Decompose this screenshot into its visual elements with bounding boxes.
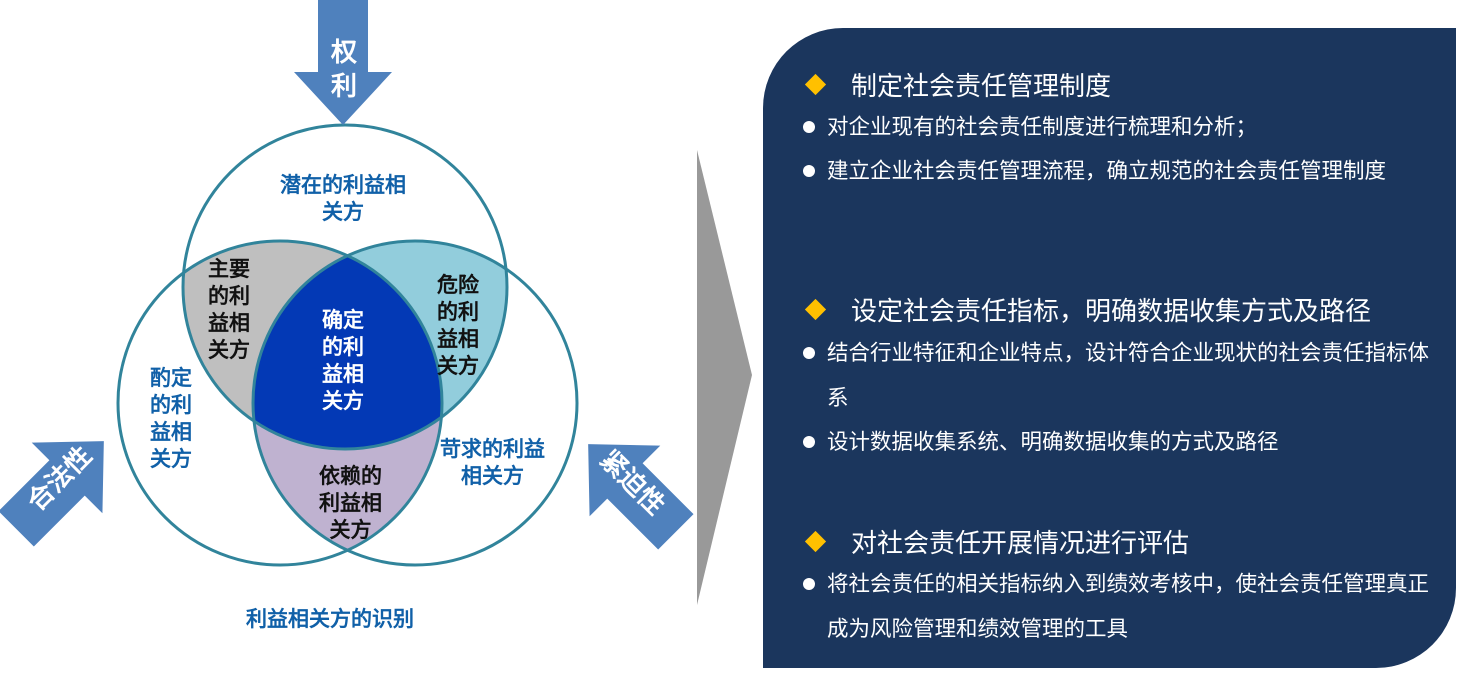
arrow-right [588, 444, 694, 550]
bullet-item: 设计数据收集系统、明确数据收集的方式及路径 [803, 420, 1436, 465]
section-heading: 制定社会责任管理制度 [803, 66, 1111, 103]
diamond-bullet-icon [804, 530, 827, 553]
circle-right [251, 239, 579, 567]
arrow-top-label: 权利 [330, 38, 357, 102]
label-potential: 潜在的利益相关方 [280, 173, 406, 224]
label-primary: 主要的利益相关方 [208, 257, 250, 362]
bullet-item: 建立企业社会责任管理流程，确立规范的社会责任管理制度 [803, 149, 1436, 194]
dot-bullet-icon [803, 578, 815, 590]
label-definite: 确定的利益相关方 [322, 308, 364, 413]
label-dependent: 依赖的利益相关方 [319, 464, 382, 542]
diamond-bullet-icon [804, 73, 827, 96]
circle-top [181, 123, 509, 451]
dot-bullet-icon [803, 165, 815, 177]
arrow-top [294, 0, 392, 125]
bullet-item: 对企业现有的社会责任制度进行梳理和分析； [803, 105, 1436, 150]
venn-caption: 利益相关方的识别 [246, 607, 414, 631]
action-panel: 制定社会责任管理制度 对企业现有的社会责任制度进行梳理和分析； 建立企业社会责任… [763, 28, 1456, 668]
label-dangerous: 危险的利益相关方 [437, 273, 479, 378]
section-heading: 设定社会责任指标，明确数据收集方式及路径 [803, 291, 1371, 328]
arrow-left [0, 441, 104, 547]
section-heading: 对社会责任开展情况进行评估 [803, 523, 1189, 560]
bullet-item: 将社会责任的相关指标纳入到绩效考核中，使社会责任管理真正成为风险管理和绩效管理的… [803, 562, 1436, 652]
dot-bullet-icon [803, 347, 815, 359]
label-discretionary: 酌定的利益相关方 [150, 366, 192, 471]
label-demanding: 苛求的利益相关方 [440, 437, 545, 488]
circle-left [116, 239, 444, 567]
diamond-bullet-icon [804, 298, 827, 321]
dot-bullet-icon [803, 436, 815, 448]
dot-bullet-icon [803, 121, 815, 133]
gray-pointer-triangle [697, 150, 752, 605]
region-center [253, 241, 442, 449]
bullet-item: 结合行业特征和企业特点，设计符合企业现状的社会责任指标体系 [803, 331, 1436, 421]
